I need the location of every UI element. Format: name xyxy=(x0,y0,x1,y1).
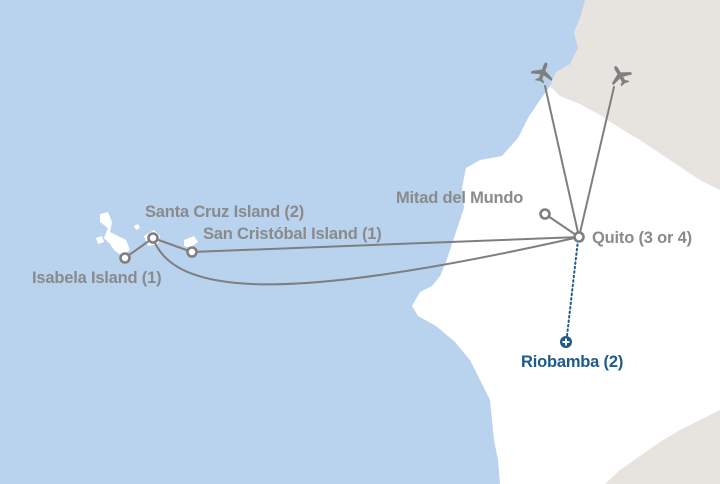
route-mitad-quito xyxy=(544,213,580,238)
route-flight-quito-1 xyxy=(544,85,580,238)
small-island-shape xyxy=(134,224,140,230)
label-santa-cruz-island: Santa Cruz Island (2) xyxy=(145,203,304,221)
coast-rock xyxy=(446,408,452,420)
isabela-island-shape xyxy=(100,212,130,256)
neighbor-land-north xyxy=(550,0,720,190)
route-quito-riobamba xyxy=(566,239,579,337)
stop-marker-san-cristobal xyxy=(186,246,198,258)
label-quito: Quito (3 or 4) xyxy=(592,229,692,247)
label-mitad-del-mundo: Mitad del Mundo xyxy=(396,189,524,207)
route-quito-san-cristobal xyxy=(191,236,580,253)
airplane-icon xyxy=(611,66,633,87)
san-cristobal-island-shape xyxy=(184,236,198,248)
stop-marker-riobamba xyxy=(560,336,572,348)
label-isabela-island: Isabela Island (1) xyxy=(32,269,162,287)
stop-marker-mitad xyxy=(539,208,551,220)
neighbor-land-south xyxy=(605,410,720,484)
route-santa-cruz-quito-arc xyxy=(152,236,580,286)
label-san-cristobal-island: San Cristóbal Island (1) xyxy=(203,225,382,243)
route-flight-quito-2 xyxy=(578,86,615,238)
stop-marker-isabela xyxy=(119,252,131,264)
fernandina-island-shape xyxy=(96,236,104,244)
airplane-icon xyxy=(530,62,553,84)
route-san-cristobal-santa-cruz xyxy=(152,237,193,253)
mainland xyxy=(412,86,720,484)
stop-marker-quito xyxy=(573,231,585,243)
label-riobamba: Riobamba (2) xyxy=(521,353,624,371)
stop-marker-santa-cruz xyxy=(147,232,159,244)
